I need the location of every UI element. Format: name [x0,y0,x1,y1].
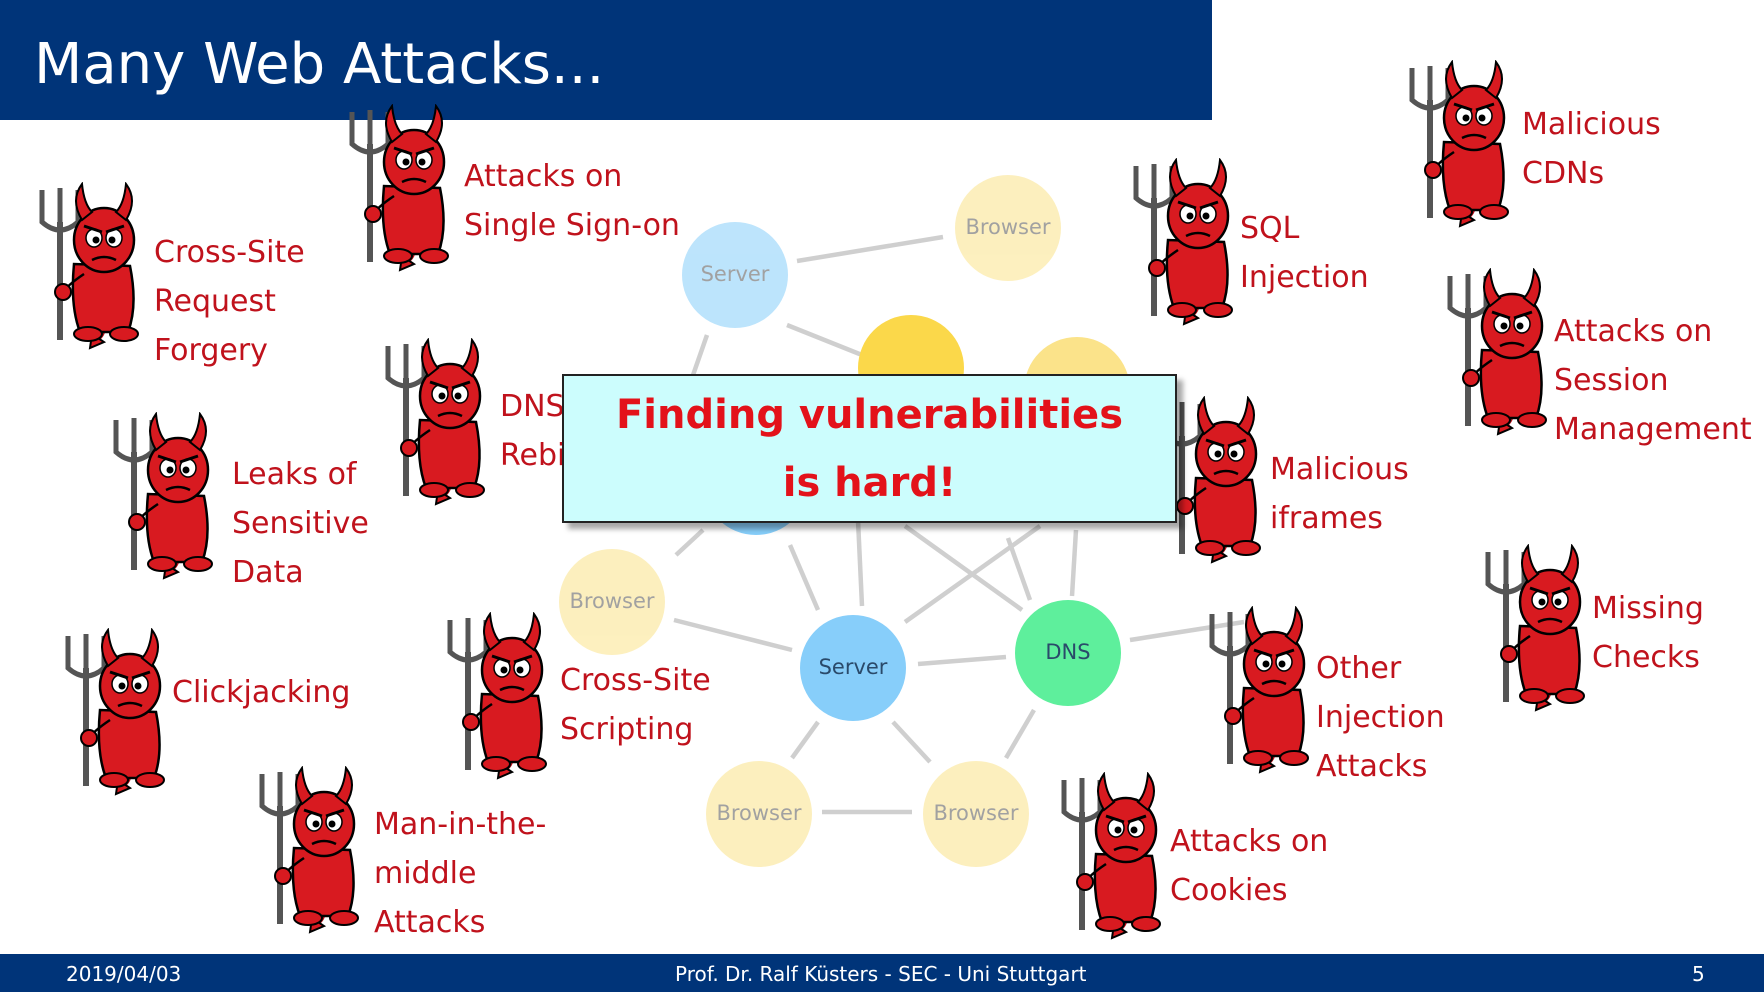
node-circle [923,761,1029,867]
node-circle [800,615,906,721]
network-edge [1069,529,1079,597]
network-edge [786,322,863,358]
network-edge [796,234,944,264]
attack-label-xss: Cross-Site Scripting [560,663,711,747]
devil-icon [438,612,562,780]
network-node-server-center: Server [800,615,906,721]
network-edge [903,524,1042,624]
attack-label-clickjacking: Clickjacking [172,675,351,710]
devil-icon [250,766,374,934]
network-node-server-top: Server [682,222,788,328]
slide-title: Many Web Attacks... [34,32,605,97]
footer-page-number: 5 [1692,962,1705,986]
network-edge [917,654,1007,667]
network-edge [674,528,705,557]
attack-label-cookies: Attacks on Cookies [1170,824,1329,908]
devil-icon [104,412,228,580]
network-edge [855,519,865,607]
attack-label-sql: SQL Injection [1240,211,1369,295]
node-label: DNS [1045,640,1090,664]
callout-box: Finding vulnerabilities is hard! [562,374,1177,523]
devil-icon [30,182,154,350]
attack-label-other-injection: Other Injection Attacks [1316,651,1445,784]
title-bar: Many Web Attacks... [0,0,1212,120]
network-edge [891,720,932,764]
node-label: Browser [965,215,1050,239]
network-node-browser-bottom-right: Browser [923,761,1029,867]
devil-icon [376,338,500,506]
node-label: Server [819,655,888,679]
node-circle [1015,600,1121,706]
attack-label-sso: Attacks on Single Sign-on [464,159,680,243]
attack-label-iframes: Malicious iframes [1270,452,1409,536]
network-edge [903,524,1024,612]
callout-line-1: Finding vulnerabilities [615,391,1123,438]
node-circle [706,761,812,867]
devil-icon [1052,772,1176,940]
attack-label-csrf: Cross-Site Request Forgery [154,235,305,368]
attack-label-missing-checks: Missing Checks [1592,591,1704,675]
devil-icon [1124,158,1248,326]
devil-icon [1476,544,1600,712]
network-node-browser-mid-left: Browser [559,549,665,655]
network-edge [1129,619,1245,643]
devil-icon [1438,268,1562,436]
attack-label-leaks: Leaks of Sensitive Data [232,457,369,590]
devil-icon [340,104,464,272]
node-circle [682,222,788,328]
node-circle [559,549,665,655]
node-label: Browser [933,801,1018,825]
devil-icon [1400,60,1524,228]
devil-icon [56,628,180,796]
network-node-browser-bottom-left: Browser [706,761,812,867]
node-label: Browser [569,589,654,613]
node-circle [955,175,1061,281]
node-label: Browser [716,801,801,825]
network-edge [787,544,821,611]
attack-label-mitm: Man-in-the- middle Attacks [374,807,547,940]
devil-icon [1200,606,1324,774]
footer-bar: 2019/04/03 Prof. Dr. Ralf Küsters - SEC … [0,954,1764,992]
network-edge [689,334,710,379]
callout-line-2: is hard! [782,459,957,506]
footer-author: Prof. Dr. Ralf Küsters - SEC - Uni Stutt… [675,962,1087,986]
node-label: Server [701,262,770,286]
network-edge [790,720,820,760]
network-node-browser-top: Browser [955,175,1061,281]
attack-label-cdns: Malicious CDNs [1522,107,1661,191]
network-edge [1004,708,1036,760]
network-node-dns: DNS [1015,600,1121,706]
network-edge [673,617,793,653]
footer-date: 2019/04/03 [66,962,182,986]
attack-label-session: Attacks on Session Management [1554,314,1752,447]
attack-label-dns-rebinding: DNS Rebi [500,389,566,473]
